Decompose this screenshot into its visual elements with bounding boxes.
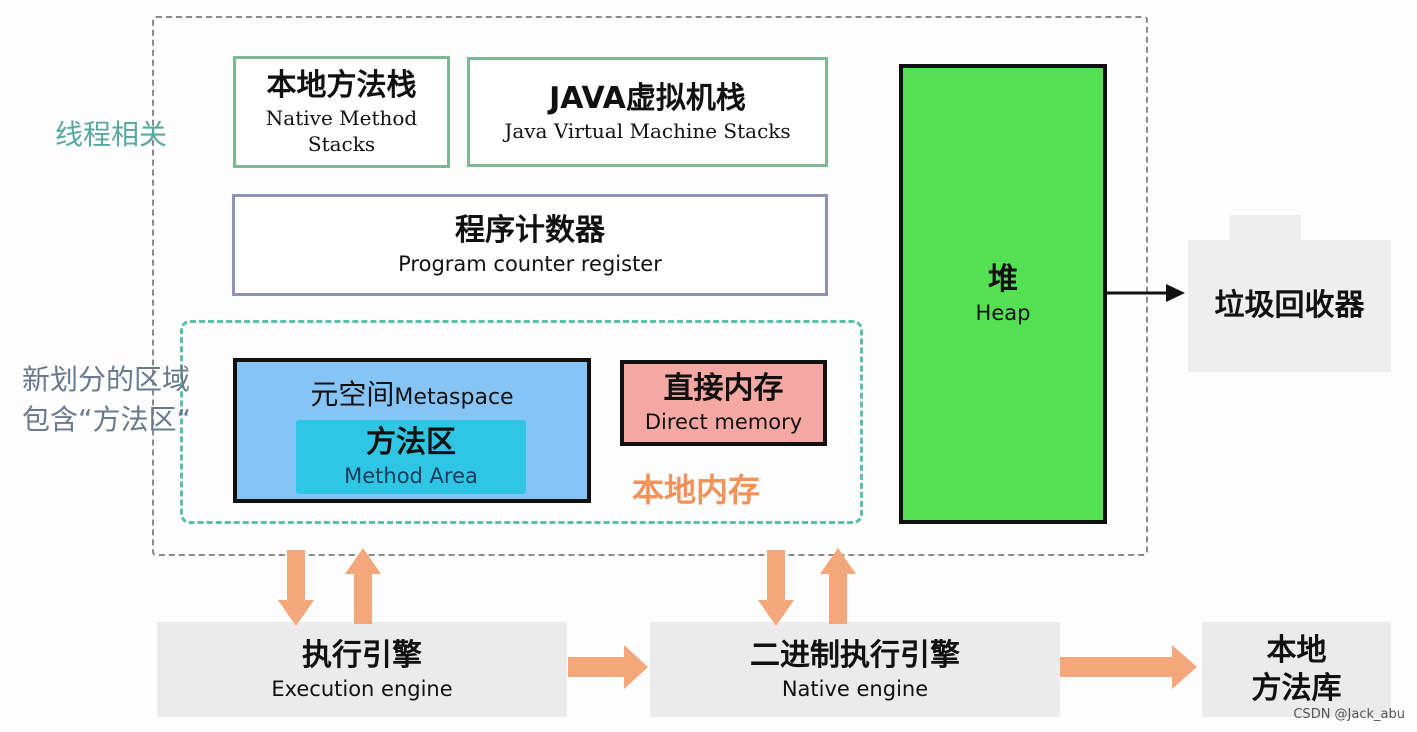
direct-memory-box: 直接内存 Direct memory bbox=[620, 360, 827, 446]
native-engine-box: 二进制执行引擎 Native engine bbox=[650, 622, 1060, 717]
native-library-box: 本地 方法库 bbox=[1202, 622, 1391, 717]
native-engine-down-arrow bbox=[758, 550, 794, 626]
native-memory-label: 本地内存 bbox=[632, 471, 761, 509]
execution-engine-cn: 执行引擎 bbox=[302, 637, 422, 673]
native-library-line2: 方法库 bbox=[1251, 670, 1342, 706]
native-method-stack-cn: 本地方法栈 bbox=[266, 68, 417, 103]
runtime-data-area-region bbox=[152, 16, 1148, 556]
execution-engine-en: Execution engine bbox=[271, 676, 453, 701]
heap-box: 堆 Heap bbox=[899, 64, 1107, 524]
native-engine-cn: 二进制执行引擎 bbox=[750, 637, 960, 673]
pc-register-en: Program counter register bbox=[398, 252, 662, 276]
new-region-label-line2: 包含“方法区“ bbox=[22, 403, 192, 436]
native-method-stack-en-line1: Native Method bbox=[265, 106, 418, 130]
native-memory-region bbox=[180, 320, 863, 524]
heap-en: Heap bbox=[975, 301, 1031, 325]
jvm-stack-box: JAVA虚拟机栈 Java Virtual Machine Stacks bbox=[467, 57, 828, 167]
gc-box-tab bbox=[1230, 215, 1301, 243]
jvm-stack-cn: JAVA虚拟机栈 bbox=[549, 81, 746, 116]
garbage-collector-box: 垃圾回收器 bbox=[1188, 240, 1391, 372]
pc-register-cn: 程序计数器 bbox=[455, 213, 605, 248]
native-engine-to-library-arrow bbox=[1060, 645, 1197, 689]
native-engine-en: Native engine bbox=[781, 676, 929, 701]
garbage-collector-cn: 垃圾回收器 bbox=[1214, 288, 1365, 323]
native-library-line1: 本地 bbox=[1266, 632, 1327, 668]
new-region-label: 新划分的区域 包含“方法区“ bbox=[22, 360, 222, 440]
direct-memory-cn: 直接内存 bbox=[663, 371, 784, 406]
direct-memory-en: Direct memory bbox=[644, 410, 803, 434]
native-method-stack-box: 本地方法栈 Native Method Stacks bbox=[233, 56, 450, 168]
exec-to-native-engine-arrow bbox=[568, 645, 648, 689]
method-area-cn: 方法区 bbox=[366, 425, 456, 460]
thread-related-label: 线程相关 bbox=[55, 118, 168, 151]
watermark: CSDN @Jack_abu bbox=[1293, 707, 1405, 722]
native-engine-up-arrow bbox=[820, 548, 856, 624]
new-region-label-line1: 新划分的区域 bbox=[22, 363, 191, 396]
metaspace-title: 元空间 Metaspace bbox=[310, 376, 513, 414]
jvm-stack-en: Java Virtual Machine Stacks bbox=[504, 119, 791, 143]
pc-register-box: 程序计数器 Program counter register bbox=[232, 194, 828, 296]
metaspace-en: Metaspace bbox=[394, 385, 514, 410]
heap-cn: 堆 bbox=[988, 262, 1018, 297]
method-area-box: 方法区 Method Area bbox=[296, 420, 526, 494]
heap-to-gc-arrow bbox=[1107, 284, 1185, 302]
metaspace-cn: 元空间 bbox=[310, 378, 395, 411]
exec-engine-up-arrow bbox=[345, 548, 381, 624]
method-area-en: Method Area bbox=[344, 464, 478, 488]
execution-engine-box: 执行引擎 Execution engine bbox=[157, 622, 567, 717]
exec-engine-down-arrow bbox=[278, 550, 314, 626]
native-method-stack-en-line2: Stacks bbox=[307, 132, 376, 156]
